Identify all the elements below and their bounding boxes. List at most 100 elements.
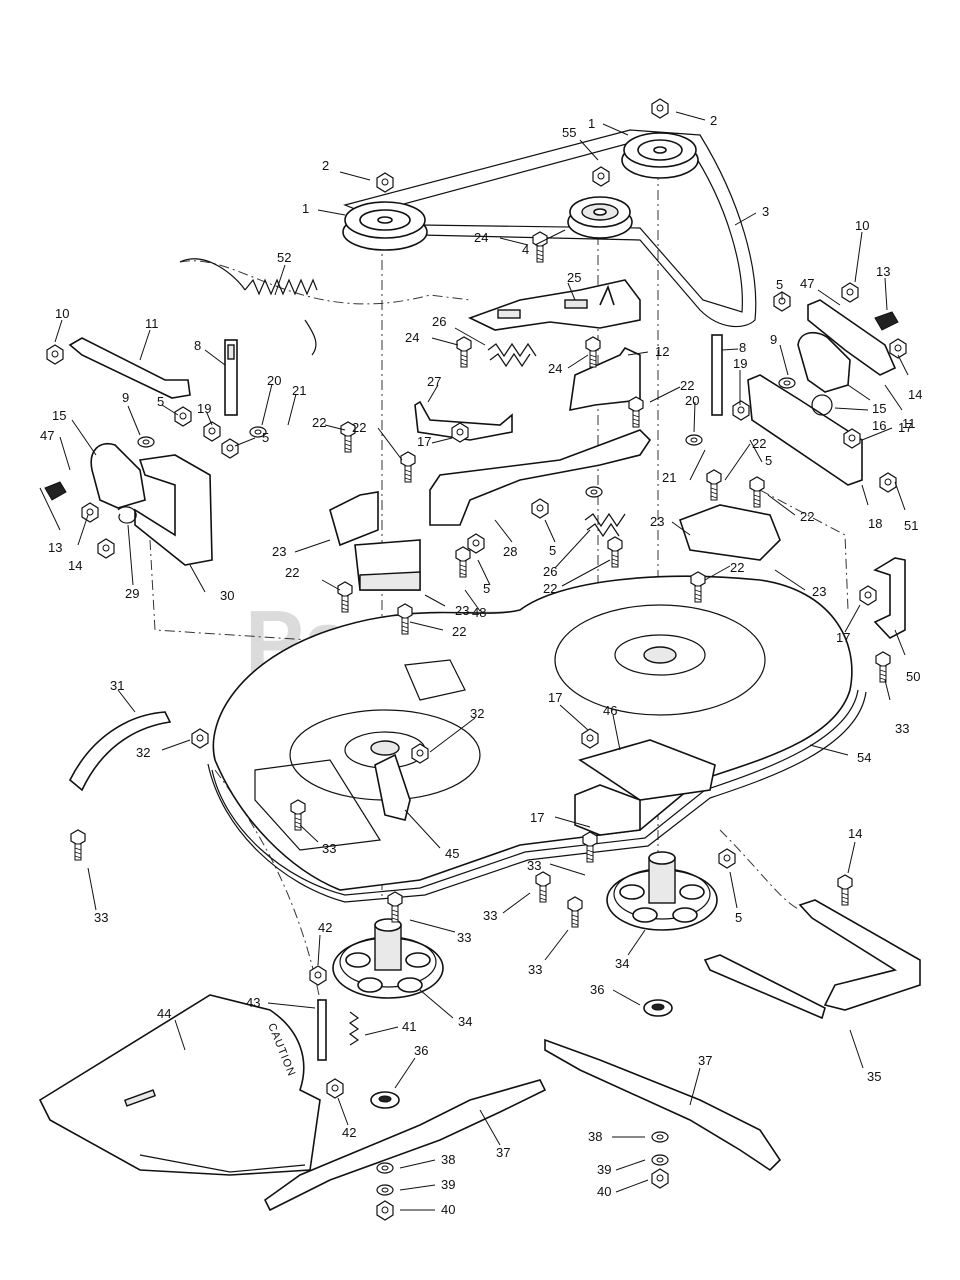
callout-43: 43 — [246, 995, 260, 1010]
callout-51: 51 — [904, 518, 918, 533]
callout-17-d: 17 — [548, 690, 562, 705]
callout-13-b: 13 — [48, 540, 62, 555]
lift-arm-left — [68, 337, 191, 399]
callout-27: 27 — [427, 374, 441, 389]
idler-nut — [592, 166, 610, 187]
callout-38-b: 38 — [441, 1152, 455, 1167]
spring-26-upper — [487, 342, 537, 368]
pulley-right — [621, 132, 699, 179]
callout-24-a: 24 — [474, 230, 488, 245]
callout-26-a: 26 — [432, 314, 446, 329]
lift-arm-right — [807, 299, 897, 376]
callout-31: 31 — [110, 678, 124, 693]
callout-46: 46 — [603, 703, 617, 718]
callout-21-a: 21 — [292, 383, 306, 398]
callout-5-c: 5 — [262, 430, 269, 445]
callout-2-a: 2 — [710, 113, 717, 128]
callout-17-b: 17 — [898, 420, 912, 435]
callout-34-b: 34 — [458, 1014, 472, 1029]
callout-33-b: 33 — [322, 841, 336, 856]
baffle-23-c — [678, 504, 781, 561]
callout-33-e: 33 — [483, 908, 497, 923]
callout-40-a: 40 — [597, 1184, 611, 1199]
callout-15-a: 15 — [872, 401, 886, 416]
baffle-23-a — [329, 491, 379, 547]
hex-nut-left — [376, 172, 394, 193]
callout-40-b: 40 — [441, 1202, 455, 1217]
callout-16: 16 — [872, 418, 886, 433]
callout-29: 29 — [125, 586, 139, 601]
callout-38-a: 38 — [588, 1129, 602, 1144]
callout-36-b: 36 — [414, 1043, 428, 1058]
callout-22-a: 22 — [680, 378, 694, 393]
callout-25: 25 — [567, 270, 581, 285]
callout-9-a: 9 — [770, 332, 777, 347]
callout-8-b: 8 — [739, 340, 746, 355]
callout-2-b: 2 — [322, 158, 329, 173]
idler-bracket — [467, 279, 641, 331]
callout-22-g: 22 — [543, 581, 557, 596]
mower-deck — [207, 575, 867, 903]
callout-15-b: 15 — [52, 408, 66, 423]
callout-23-b: 23 — [650, 514, 664, 529]
blade-left — [263, 1079, 547, 1212]
callout-22-f: 22 — [285, 565, 299, 580]
callout-35: 35 — [867, 1069, 881, 1084]
callout-18: 18 — [868, 516, 882, 531]
callout-21-b: 21 — [662, 470, 676, 485]
pivot-plate-right — [797, 331, 851, 393]
callout-52: 52 — [277, 250, 291, 265]
callout-34-a: 34 — [615, 956, 629, 971]
chute-spring — [348, 1011, 360, 1046]
wing-nut-left — [44, 481, 67, 501]
discharge-chute: CAUTION — [38, 994, 321, 1176]
callout-22-h: 22 — [730, 560, 744, 575]
spindle-right — [606, 851, 718, 931]
callout-labels: 1 2 55 3 2 1 4 52 24 25 10 13 5 47 9 10 … — [40, 113, 922, 1217]
callout-54: 54 — [857, 750, 871, 765]
callout-22-b: 22 — [312, 415, 326, 430]
callout-10-b: 10 — [855, 218, 869, 233]
bracket-28 — [429, 429, 652, 526]
spring-16 — [811, 394, 833, 416]
callout-14-c: 14 — [848, 826, 862, 841]
blade-right — [544, 1038, 782, 1172]
callout-39-a: 39 — [597, 1162, 611, 1177]
callout-10-a: 10 — [55, 306, 69, 321]
callout-8-a: 8 — [194, 338, 201, 353]
callout-22-c: 22 — [352, 420, 366, 435]
callout-42-b: 42 — [342, 1125, 356, 1140]
callout-22-e: 22 — [800, 509, 814, 524]
callout-5-g: 5 — [735, 910, 742, 925]
hex-nut-right — [651, 98, 669, 119]
callout-22-i: 22 — [452, 624, 466, 639]
callout-20-b: 20 — [685, 393, 699, 408]
callout-17-e: 17 — [530, 810, 544, 825]
bracket-27 — [414, 400, 513, 441]
callout-47-b: 47 — [40, 428, 54, 443]
callout-17-c: 17 — [836, 630, 850, 645]
callout-30: 30 — [220, 588, 234, 603]
callout-3: 3 — [762, 204, 769, 219]
callout-22-d: 22 — [752, 436, 766, 451]
callout-37-b: 37 — [496, 1145, 510, 1160]
callout-37-a: 37 — [698, 1053, 712, 1068]
callout-50: 50 — [906, 669, 920, 684]
wing-nut-right — [874, 311, 899, 331]
callout-17-a: 17 — [417, 434, 431, 449]
callout-5-d: 5 — [765, 453, 772, 468]
part-31 — [69, 711, 172, 792]
tension-spring — [179, 258, 318, 356]
callout-36-a: 36 — [590, 982, 604, 997]
callout-24-c: 24 — [548, 361, 562, 376]
link-rod-right — [711, 334, 723, 416]
idler-pulley — [567, 196, 633, 239]
callout-33-g: 33 — [528, 962, 542, 977]
callout-41: 41 — [402, 1019, 416, 1034]
pulley-left — [342, 201, 428, 251]
callout-55: 55 — [562, 125, 576, 140]
callout-19-a: 19 — [733, 356, 747, 371]
callout-4: 4 — [522, 242, 529, 257]
callout-14-a: 14 — [908, 387, 922, 402]
